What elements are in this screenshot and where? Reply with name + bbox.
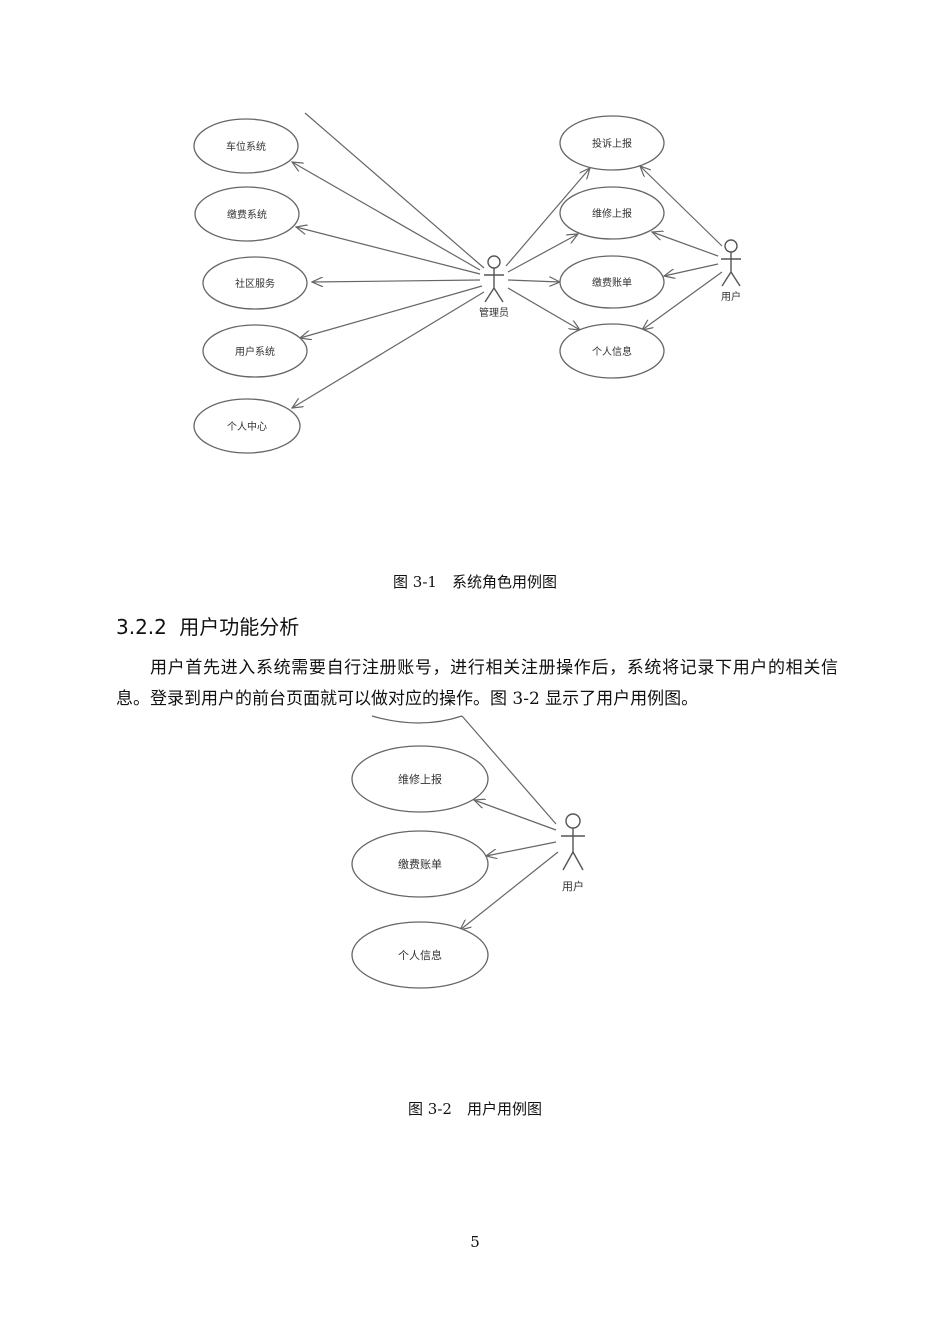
association-line [474,800,557,831]
user-actor-icon [721,239,741,287]
association-line [460,851,559,930]
use-case-parking: 车位系统 [193,118,299,174]
association-line [292,162,481,271]
svg-text:个人信息: 个人信息 [398,948,442,962]
svg-text:维修上报: 维修上报 [398,772,442,786]
association-line [507,234,578,273]
association-line [507,287,580,330]
use-case-personal-info: 个人信息 [559,323,665,379]
association-line [296,227,481,275]
association-line [486,841,557,856]
association-line [507,280,560,282]
admin-actor-label: 管理员 [479,306,509,319]
page-number: 5 [470,1233,480,1251]
use-case-bill: 缴费账单 [351,830,489,898]
figure-3-1-caption: 图 3-1 系统角色用例图 [393,573,557,591]
svg-text:个人中心: 个人中心 [227,420,267,433]
figure-3-2-caption: 图 3-2 用户用例图 [408,1100,542,1118]
section-number: 3.2.2 [116,615,167,639]
association-line [505,168,590,267]
svg-text:维修上报: 维修上报 [592,207,632,220]
association-line [312,280,481,282]
svg-text:缴费系统: 缴费系统 [227,208,267,221]
user-actor-label: 用户 [721,290,741,303]
svg-text:缴费账单: 缴费账单 [398,857,442,871]
use-case-bill: 缴费账单 [559,255,665,309]
svg-text:车位系统: 车位系统 [226,140,266,153]
association-line [292,291,485,408]
use-case-user-system: 用户系统 [202,324,308,378]
use-case-personal-info: 个人信息 [351,921,489,989]
svg-text:个人信息: 个人信息 [592,345,632,358]
association-line [640,166,723,247]
figure-3-1-diagram: 车位系统 缴费系统 社区服务 用户系统 个人中心 投诉上报 维修上报 [193,112,741,454]
svg-text:社区服务: 社区服务 [235,277,275,290]
admin-actor-icon [484,255,504,303]
svg-text:缴费账单: 缴费账单 [592,276,632,289]
use-case-community-service: 社区服务 [202,256,308,310]
use-case-repair: 维修上报 [351,745,489,813]
svg-text:用户系统: 用户系统 [235,345,275,358]
association-line [300,285,483,338]
use-case-repair: 维修上报 [559,186,665,240]
association-line [642,271,723,330]
association-line [664,263,719,276]
association-line [652,232,719,257]
association-line [461,715,557,825]
association-line [304,112,485,269]
use-case-payment-system: 缴费系统 [194,186,300,242]
section-paragraph: 用户首先进入系统需要自行注册账号，进行相关注册操作后，系统将记录下用户的相关信息… [116,658,838,709]
section-title: 用户功能分析 [179,615,300,639]
partial-use-case [371,715,463,724]
use-case-personal-center: 个人中心 [193,398,301,454]
use-case-complaint: 投诉上报 [559,115,665,171]
svg-text:投诉上报: 投诉上报 [592,137,632,150]
figure-3-2-diagram: 维修上报 缴费账单 个人信息 用户 [351,715,585,989]
section-heading: 3.2.2 用户功能分析 [116,611,299,640]
user-actor-icon [561,813,585,871]
user-actor-label: 用户 [562,879,584,893]
